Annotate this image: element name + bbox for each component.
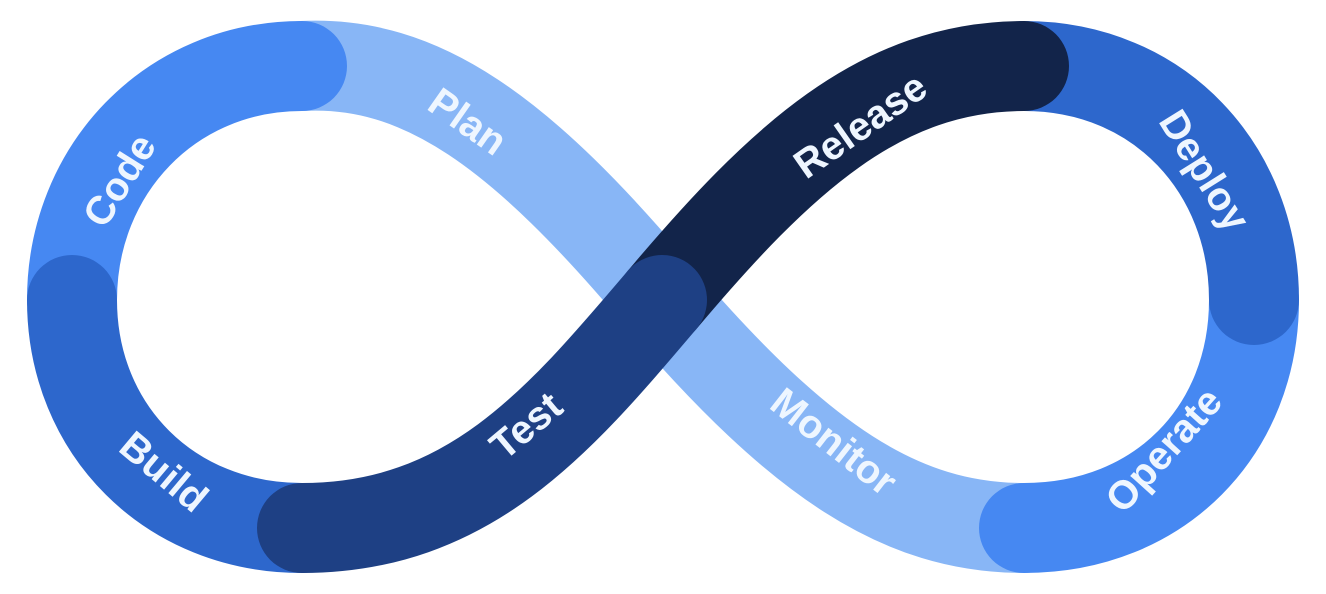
stage-monitor-band xyxy=(662,300,1024,528)
stage-release-band xyxy=(662,66,1024,300)
stage-test-band xyxy=(302,300,662,528)
stage-plan-band xyxy=(302,66,662,300)
